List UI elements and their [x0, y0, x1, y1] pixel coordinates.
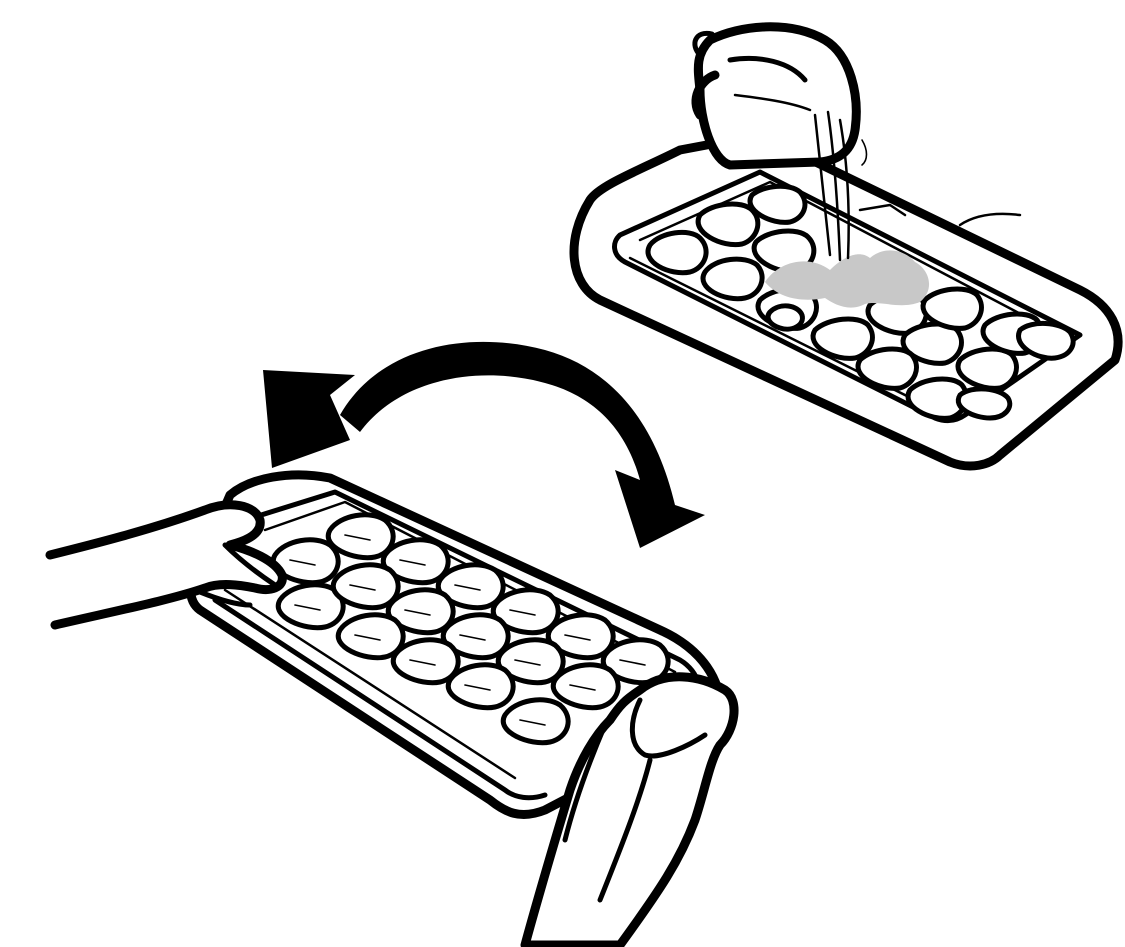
twisting-tray: [50, 475, 734, 945]
left-hand-icon: [50, 505, 282, 625]
tray-logo-icon: [768, 306, 802, 329]
filling-tray: [574, 27, 1118, 466]
